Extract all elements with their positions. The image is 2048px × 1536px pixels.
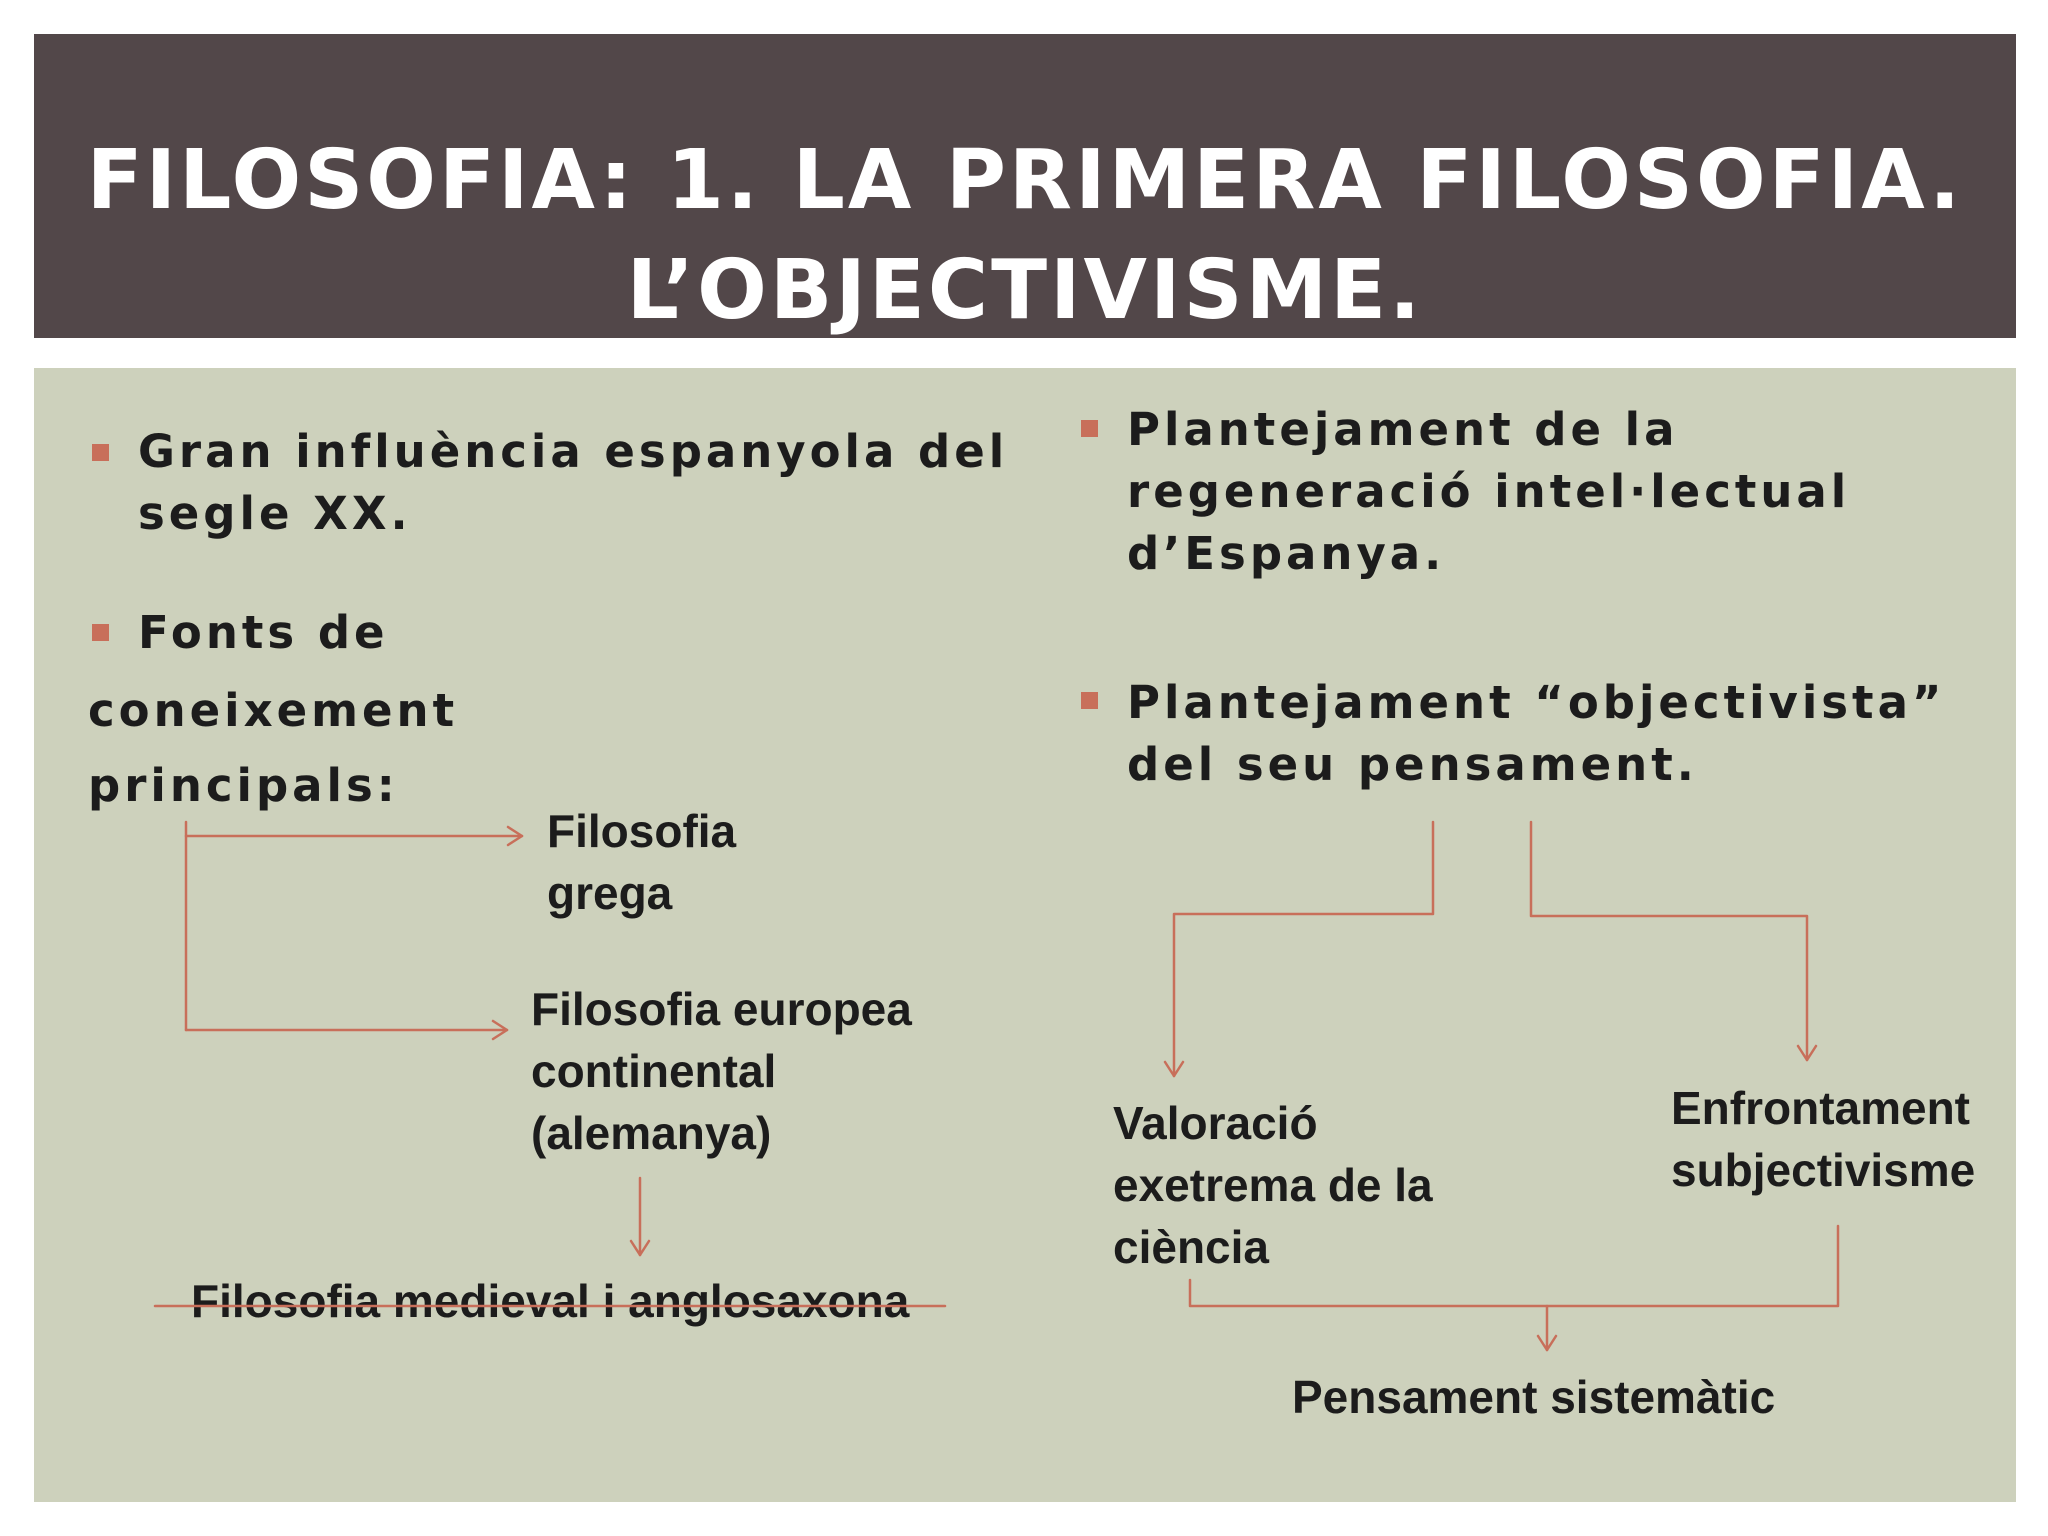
- bullet-objectivist-approach: Plantejament “objectivista” del seu pens…: [1127, 676, 1946, 791]
- node-european-philosophy: Filosofia europea continental (alemanya): [531, 983, 912, 1159]
- bullet-knowledge-sources-tail: coneixement principals:: [88, 684, 459, 812]
- bullet-square-icon: [92, 444, 109, 461]
- bullet-intellectual-regeneration: Plantejament de la regeneració intel·lec…: [1127, 403, 1851, 580]
- bullet-square-icon: [1081, 692, 1098, 709]
- slide-title: FILOSOFIA: 1. LA PRIMERA FILOSOFIA. L’OB…: [86, 133, 1964, 338]
- arrow-to-greek-head: [506, 825, 524, 847]
- node-valoracio: Valoració exetrema de la ciència: [1113, 1097, 1433, 1273]
- bullet-square-icon: [1081, 420, 1098, 437]
- bullet-square-icon: [92, 624, 109, 641]
- connector-merge: [1188, 1224, 1840, 1308]
- connector-to-enfrontament: [1529, 820, 1809, 1062]
- node-pensament-sistematic: Pensament sistemàtic: [1292, 1371, 1776, 1423]
- title-bar: FILOSOFIA: 1. LA PRIMERA FILOSOFIA. L’OB…: [34, 34, 2016, 338]
- node-enfrontament: Enfrontament subjectivisme: [1671, 1082, 1976, 1196]
- arrow-to-pensament-head: [1536, 1334, 1558, 1352]
- bullet-knowledge-sources-head: Fonts de: [138, 606, 389, 659]
- bullet-spanish-influence: Gran influència espanyola del segle XX.: [138, 425, 1009, 540]
- arrow-to-enfrontament-head: [1796, 1044, 1818, 1062]
- node-greek-philosophy: Filosofia grega: [547, 805, 737, 919]
- connector-to-valoracio: [1172, 820, 1435, 1078]
- arrow-to-european-head: [491, 1019, 509, 1041]
- content-panel: [34, 368, 2016, 1502]
- arrow-to-valoracio-head: [1163, 1060, 1185, 1078]
- node-medieval-philosophy: Filosofia medieval i anglosaxona: [191, 1275, 910, 1327]
- arrow-to-medieval-head: [629, 1239, 651, 1257]
